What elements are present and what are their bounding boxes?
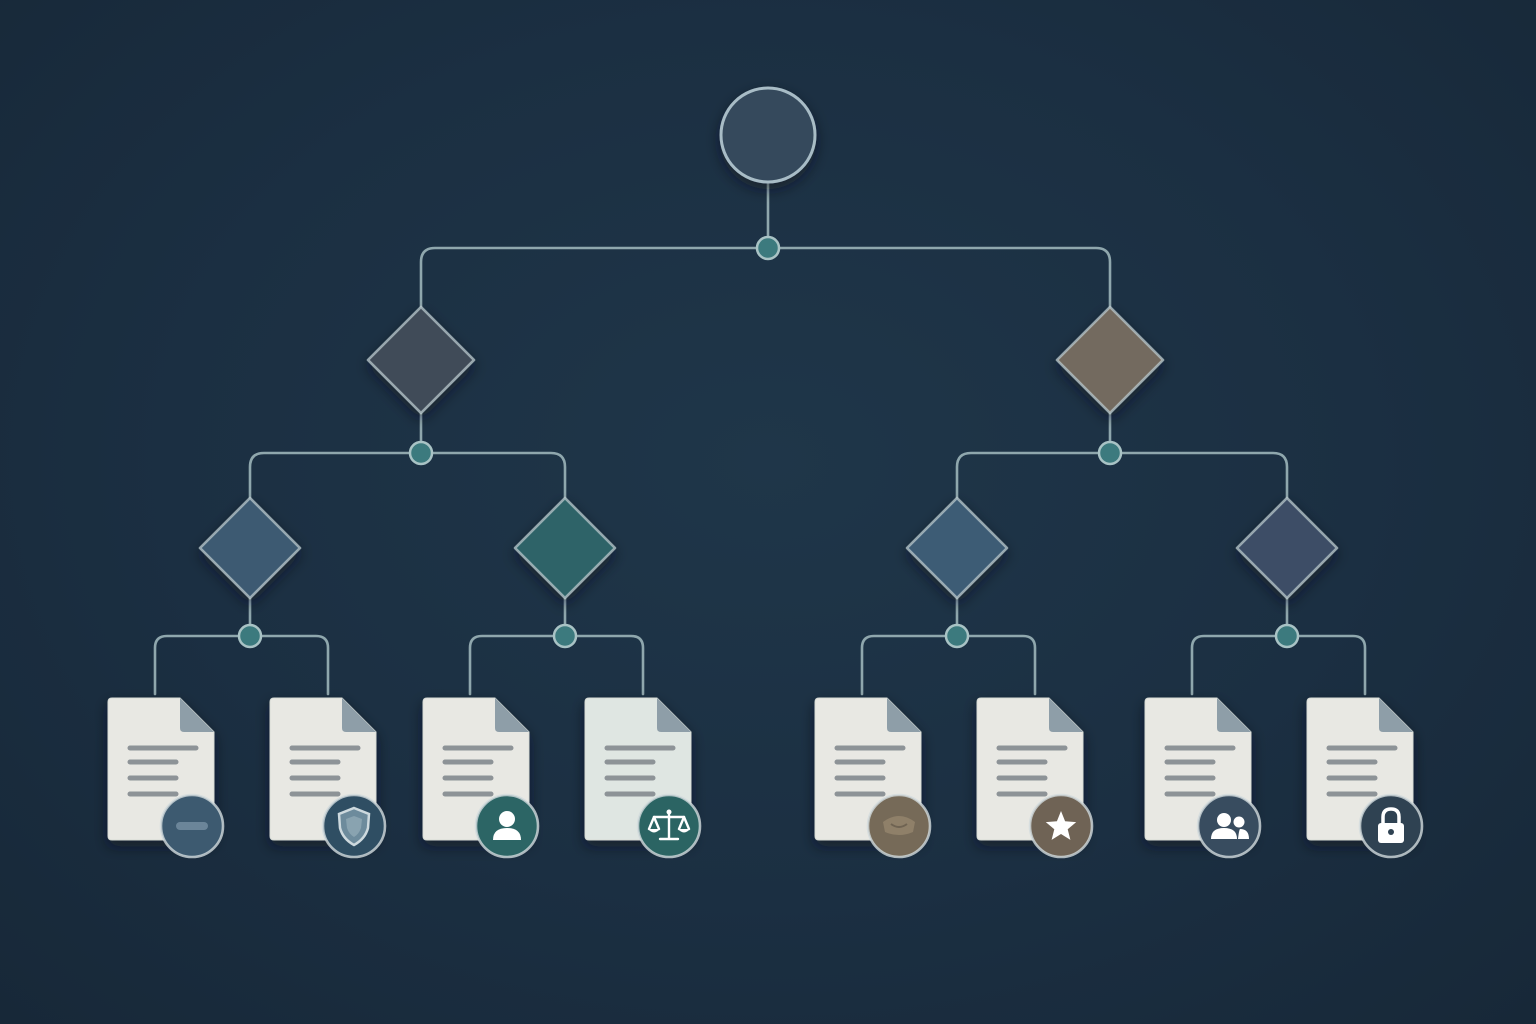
document-connector [153,634,252,696]
users-icon-head-2 [1233,816,1245,828]
lock-icon [1378,807,1404,843]
subdecision-node-group [1235,496,1339,600]
decision-node-group [366,305,476,415]
branch-connector [419,246,770,309]
root-junction [755,235,781,261]
scales-icon-strings [647,815,691,831]
subdecision-junction [944,623,970,649]
root-node-group [719,86,817,184]
scales-icon-pans [648,829,690,833]
document-connector [955,634,1037,696]
shield-icon-inner [346,816,362,837]
branch-connector [766,246,1112,309]
document-connector [1190,634,1289,696]
document-corner-fold [887,698,921,732]
decision-node-group [1055,305,1165,415]
subdecision-node[interactable] [513,496,617,600]
document-corner-fold [495,698,529,732]
document-corner-fold [1379,698,1413,732]
lock-icon-shackle [1381,807,1401,824]
decision-branch-connector [248,451,423,500]
wallet-badge[interactable] [866,793,932,859]
decision-junction [1097,440,1123,466]
document-connector [248,634,330,696]
shield-badge[interactable] [321,793,387,859]
scales-icon-frame [652,810,686,841]
document-connector [468,634,567,696]
subdecision-junction [552,623,578,649]
decision-branch-connector [419,451,567,500]
subdecision-junction [237,623,263,649]
document-corner-fold [1049,698,1083,732]
lock-icon-keyhole [1388,829,1394,835]
subdecision-node-group [513,496,617,600]
star-icon-shape [1045,811,1077,840]
root-node[interactable] [719,86,817,184]
subdecision-node[interactable] [905,496,1009,600]
users-icon [1211,813,1249,839]
wallet-icon-shape [883,816,915,835]
document-corner-fold [657,698,691,732]
decision-branch-connector [1108,451,1289,500]
scales-badge[interactable] [636,793,702,859]
subdecision-node-group [198,496,302,600]
document-corner-fold [342,698,376,732]
users-badge[interactable] [1196,793,1262,859]
minus-icon [176,822,208,830]
subdecision-node[interactable] [1235,496,1339,600]
document-corner-fold [1217,698,1251,732]
connector-layer [153,180,1367,696]
user-badge[interactable] [474,793,540,859]
wallet-icon [883,816,915,835]
document-connector [1285,634,1367,696]
node-layer [107,86,1424,859]
wallet-icon-line [890,823,908,828]
minus-badge[interactable] [159,793,225,859]
lock-badge[interactable] [1358,793,1424,859]
scales-icon [647,809,691,841]
star-icon [1045,811,1077,840]
user-icon [493,811,521,840]
scales-icon-knob [666,809,672,815]
subdecision-node-group [905,496,1009,600]
subdecision-node[interactable] [198,496,302,600]
decision-junction [408,440,434,466]
decision-branch-connector [955,451,1112,500]
users-icon-body-1 [1211,828,1237,839]
document-corner-fold [180,698,214,732]
minus-icon-shape [176,822,208,830]
user-icon-body [493,828,521,840]
subdecision-junction [1274,623,1300,649]
document-connector [860,634,959,696]
badge-circle [1196,793,1262,859]
decision-node[interactable] [366,305,476,415]
document-connector [563,634,645,696]
users-icon-head-1 [1217,813,1231,827]
decision-node[interactable] [1055,305,1165,415]
users-icon-body-2 [1238,829,1249,839]
user-icon-head [499,811,515,827]
shield-icon [337,806,371,847]
star-badge[interactable] [1028,793,1094,859]
